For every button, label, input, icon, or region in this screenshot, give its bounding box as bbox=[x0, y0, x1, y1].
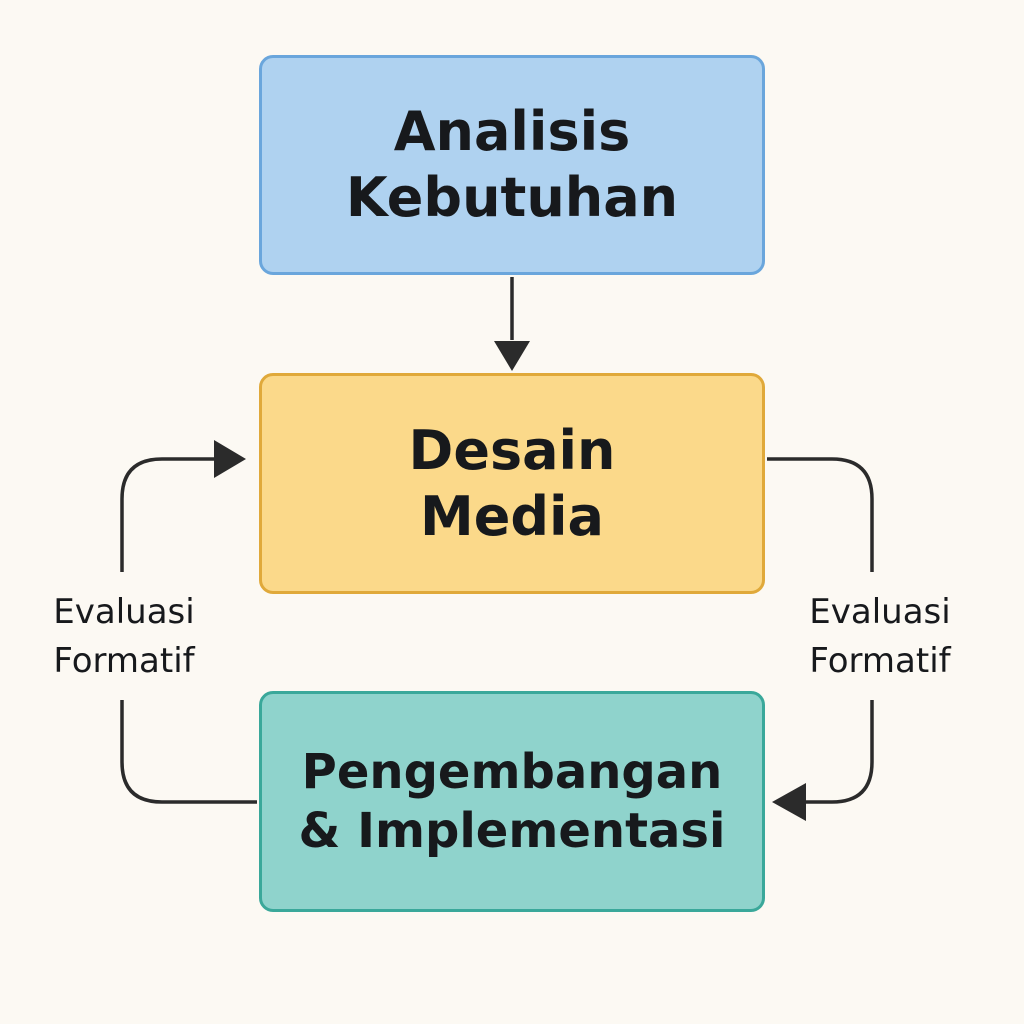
arrow-pengembangan-to-desain-upper bbox=[120, 457, 214, 572]
node-desain-line-1: Desain bbox=[408, 418, 616, 482]
arrow-desain-to-pengembangan-upper bbox=[767, 457, 874, 572]
node-pengembangan-line-1: Pengembangan bbox=[301, 743, 723, 800]
edge-label-left-line-1: Evaluasi bbox=[53, 592, 195, 632]
node-pengembangan-implementasi: Pengembangan & Implementasi bbox=[259, 691, 765, 912]
edge-label-right-line-2: Formatif bbox=[809, 641, 951, 682]
edge-label-right: Evaluasi Formatif bbox=[770, 588, 990, 687]
arrowhead-desain-to-pengembangan bbox=[772, 783, 806, 821]
arrow-pengembangan-to-desain-lower bbox=[120, 700, 257, 804]
node-desain-media: Desain Media bbox=[259, 373, 765, 594]
node-analisis-kebutuhan: Analisis Kebutuhan bbox=[259, 55, 765, 275]
edge-label-left-line-2: Formatif bbox=[53, 641, 195, 682]
arrowhead-pengembangan-to-desain bbox=[214, 440, 246, 478]
node-analisis-line-1: Analisis bbox=[393, 100, 631, 164]
node-analisis-line-2: Kebutuhan bbox=[345, 166, 679, 229]
edge-label-left: Evaluasi Formatif bbox=[14, 588, 234, 687]
node-desain-line-2: Media bbox=[420, 484, 604, 548]
arrowhead-analisis-to-desain bbox=[494, 341, 530, 371]
arrow-desain-to-pengembangan-lower bbox=[806, 700, 874, 804]
node-pengembangan-line-2: & Implementasi bbox=[298, 802, 726, 859]
edge-label-right-line-1: Evaluasi bbox=[809, 592, 951, 632]
